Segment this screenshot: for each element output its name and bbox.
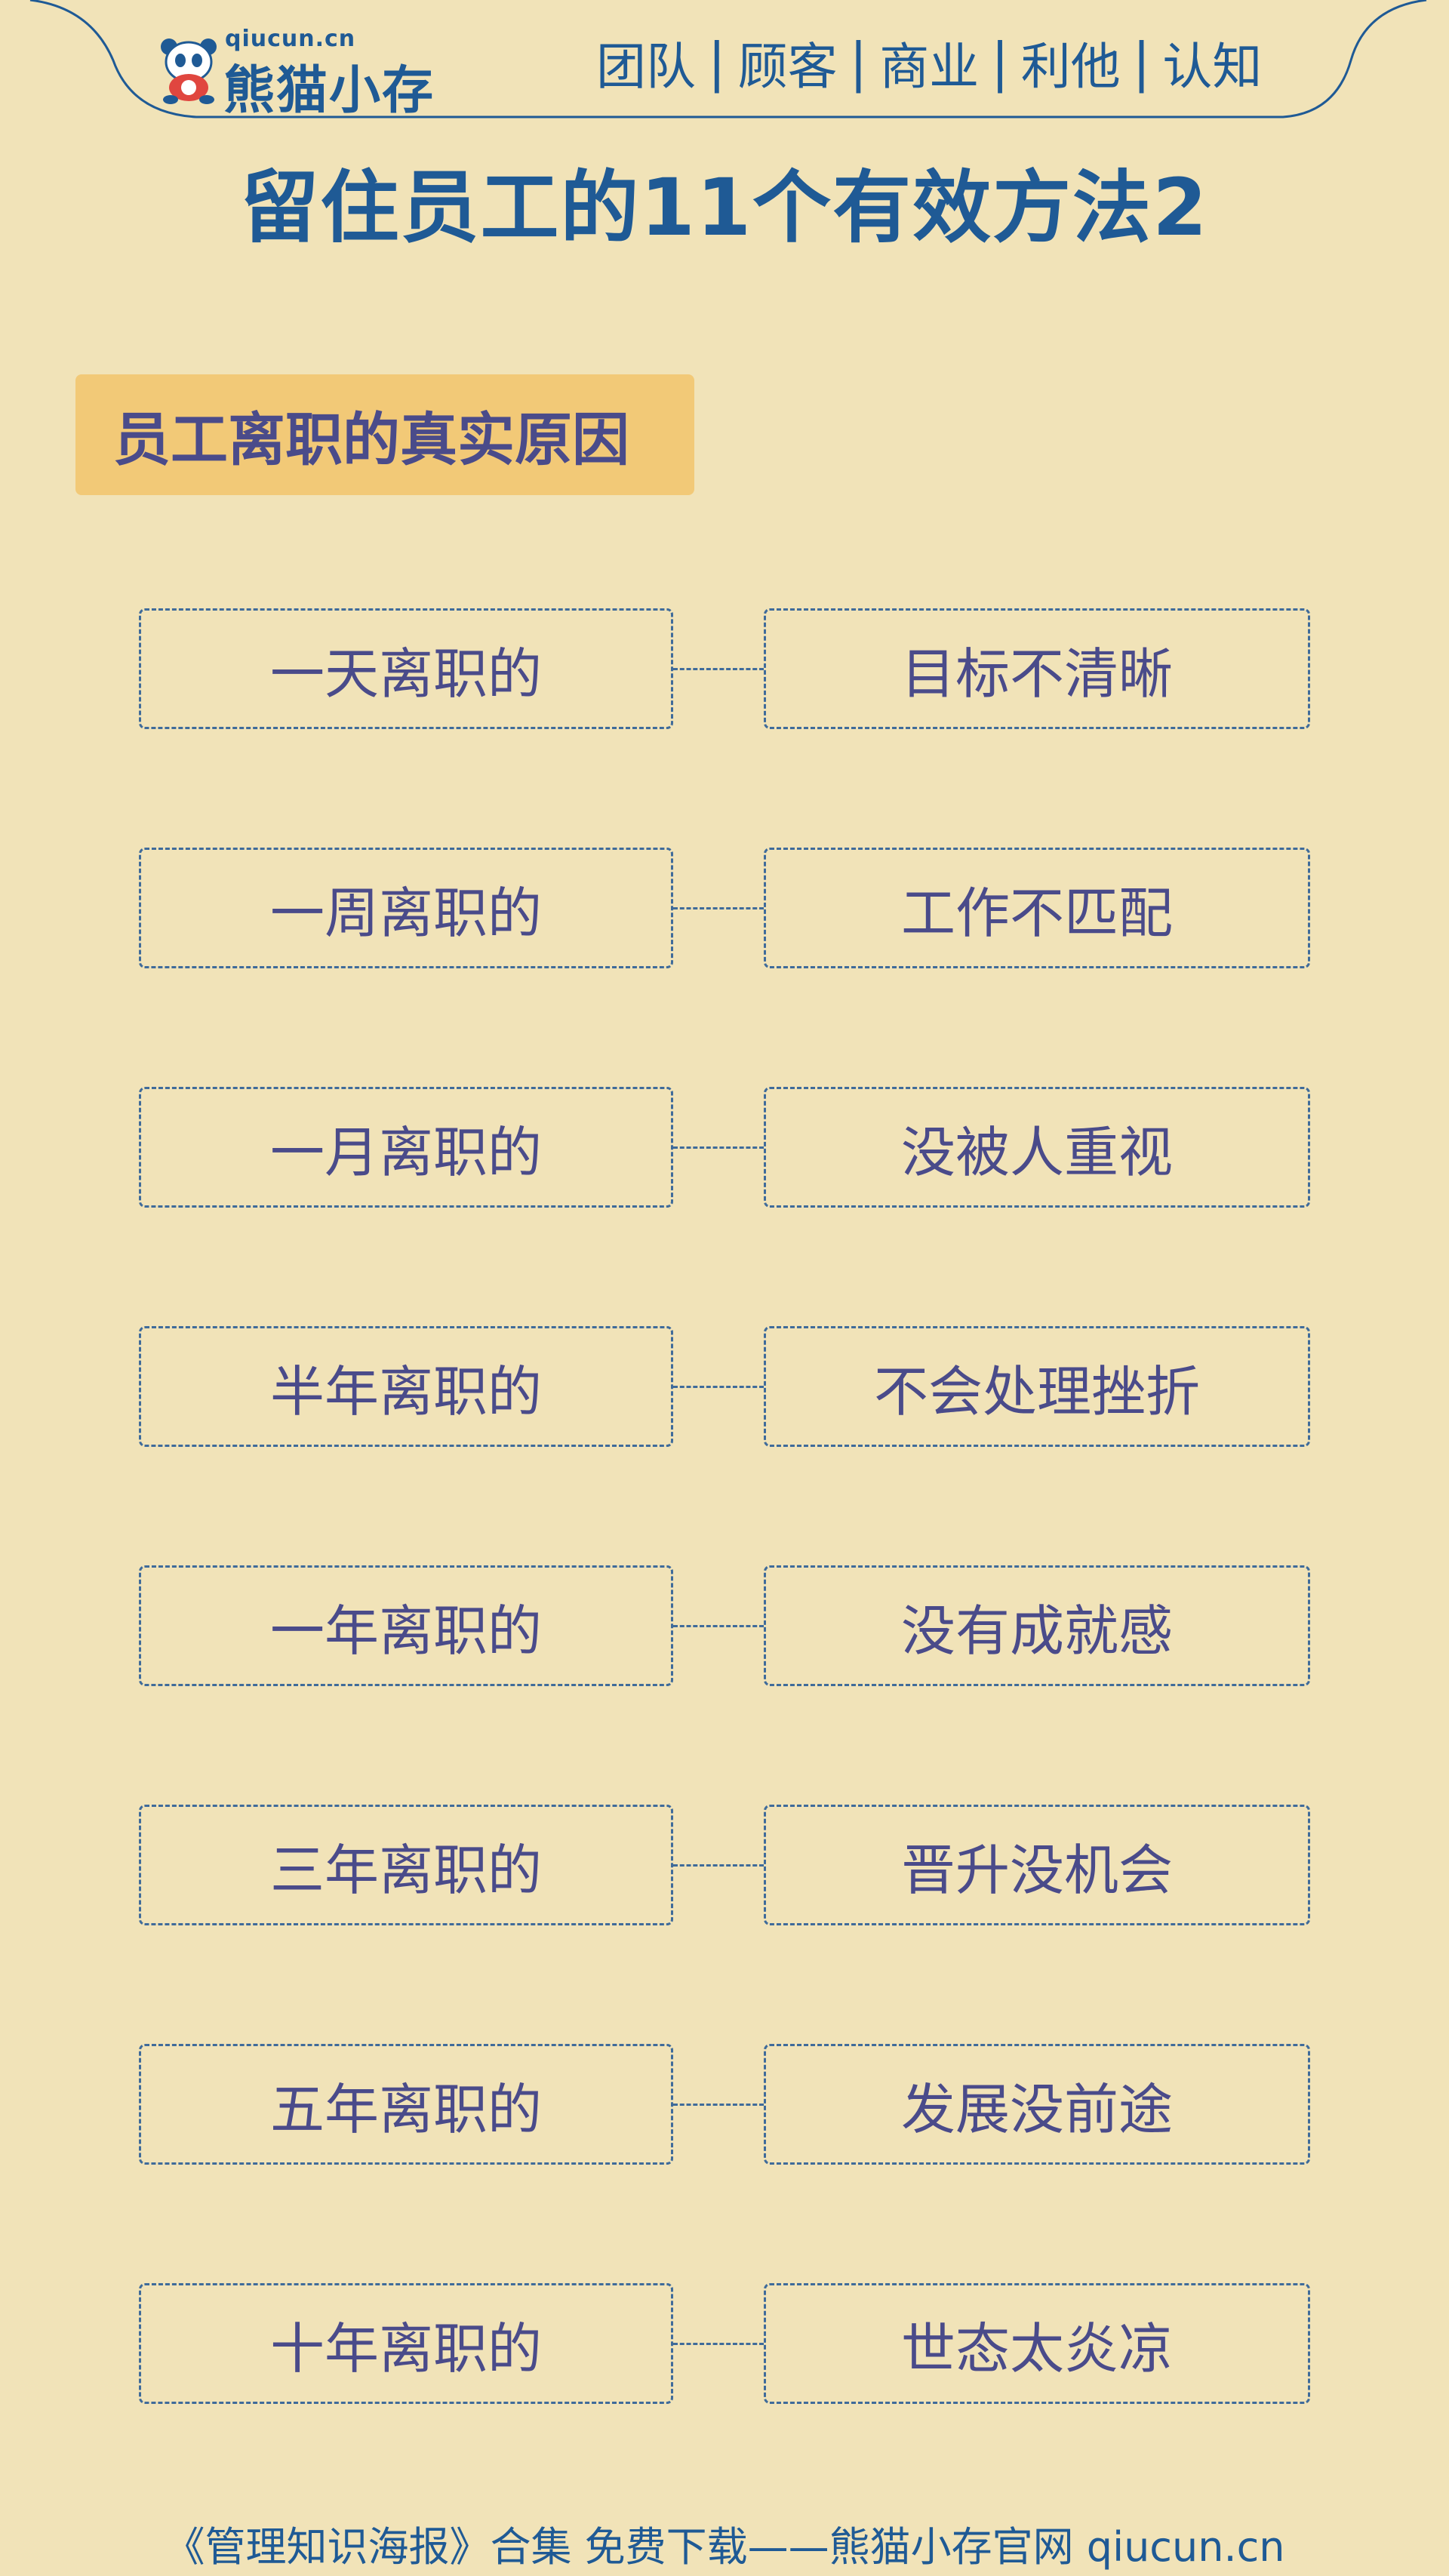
list-item: 半年离职的 不会处理挫折	[0, 1326, 1449, 1447]
reason-box: 世态太炎凉	[764, 2283, 1310, 2404]
nav-separator: |	[991, 32, 1009, 94]
logo[interactable]: qiucun.cn 熊猫小存	[158, 23, 475, 121]
reason-box: 工作不匹配	[764, 848, 1310, 968]
connector-line	[673, 1146, 764, 1149]
reason-box: 目标不清晰	[764, 608, 1310, 729]
top-nav: 团队 | 顾客 | 商业 | 利他 | 认知	[596, 29, 1262, 97]
nav-item-customer[interactable]: 顾客	[737, 38, 838, 96]
nav-separator: |	[708, 32, 726, 94]
period-box: 十年离职的	[139, 2283, 673, 2404]
logo-domain: qiucun.cn	[225, 26, 356, 52]
nav-item-business[interactable]: 商业	[879, 38, 980, 96]
period-box: 三年离职的	[139, 1805, 673, 1925]
list-item: 一月离职的 没被人重视	[0, 1087, 1449, 1208]
nav-separator: |	[1132, 32, 1151, 94]
reason-box: 晋升没机会	[764, 1805, 1310, 1925]
period-box: 一周离职的	[139, 848, 673, 968]
reason-box: 发展没前途	[764, 2044, 1310, 2165]
nav-separator: |	[849, 32, 868, 94]
reason-box: 没被人重视	[764, 1087, 1310, 1208]
section-heading: 员工离职的真实原因	[75, 374, 694, 495]
connector-line	[673, 1386, 764, 1388]
connector-line	[673, 1864, 764, 1867]
nav-item-team[interactable]: 团队	[596, 38, 696, 96]
connector-line	[673, 1625, 764, 1627]
panda-icon	[161, 38, 217, 104]
header-frame	[29, 0, 1427, 118]
logo-name: 熊猫小存	[223, 61, 435, 121]
list-item: 一年离职的 没有成就感	[0, 1565, 1449, 1686]
period-box: 一天离职的	[139, 608, 673, 729]
period-box: 一年离职的	[139, 1565, 673, 1686]
footer-text[interactable]: 《管理知识海报》合集 免费下载——熊猫小存官网 qiucun.cn	[164, 2523, 1285, 2571]
period-box: 五年离职的	[139, 2044, 673, 2165]
nav-item-cognition[interactable]: 认知	[1162, 38, 1263, 96]
period-box: 一月离职的	[139, 1087, 673, 1208]
reason-box: 不会处理挫折	[764, 1326, 1310, 1447]
connector-line	[673, 907, 764, 909]
connector-line	[673, 668, 764, 670]
nav-item-altruism[interactable]: 利他	[1020, 38, 1121, 96]
connector-line	[673, 2104, 764, 2106]
list-item: 三年离职的 晋升没机会	[0, 1805, 1449, 1925]
connector-line	[673, 2343, 764, 2345]
list-item: 一天离职的 目标不清晰	[0, 608, 1449, 729]
list-item: 十年离职的 世态太炎凉	[0, 2283, 1449, 2404]
reason-box: 没有成就感	[764, 1565, 1310, 1686]
period-box: 半年离职的	[139, 1326, 673, 1447]
list-item: 五年离职的 发展没前途	[0, 2044, 1449, 2165]
list-item: 一周离职的 工作不匹配	[0, 848, 1449, 968]
page-title: 留住员工的11个有效方法2	[240, 162, 1209, 254]
